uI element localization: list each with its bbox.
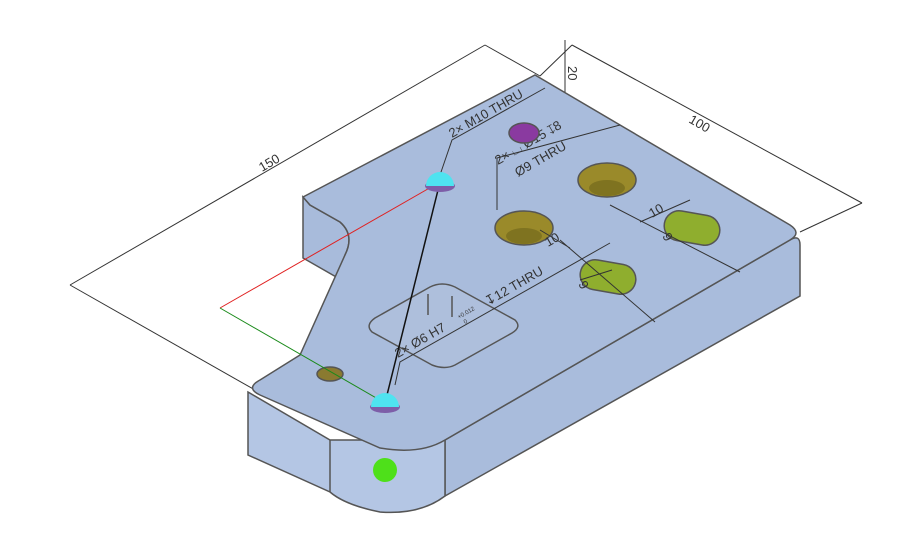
small-hole[interactable] (316, 366, 344, 382)
counterbore-hole-1[interactable] (494, 210, 554, 246)
slot-1[interactable] (578, 257, 638, 296)
axis-x-line (219, 181, 441, 309)
axis-y-line (219, 307, 386, 404)
dimension-20[interactable]: 20 (564, 40, 580, 95)
counterbore-hole-2[interactable] (577, 162, 637, 198)
dimension-150-label: 150 (256, 151, 282, 175)
part-body[interactable]: 2× M10 THRU 2× ⌴ Ø15 ↧8 Ø9 THRU 2× Ø6 H7… (247, 74, 801, 514)
marker-cyan-top[interactable] (425, 172, 455, 192)
dimension-20-label: 20 (565, 66, 580, 80)
marker-purple[interactable] (508, 122, 540, 144)
top-face (251, 74, 797, 451)
pin-hole-tol-lower: 0 (463, 319, 469, 326)
slot-1-length: 10 (542, 229, 562, 249)
slot-2[interactable] (662, 208, 722, 247)
marker-cyan-bottom[interactable] (370, 393, 400, 413)
front-left-face (247, 390, 446, 514)
rectangular-pocket[interactable] (368, 283, 519, 369)
measure-line (384, 181, 441, 404)
slot-2-length: 10 (646, 200, 666, 220)
marker-green[interactable] (373, 458, 397, 482)
dimension-100-label: 100 (687, 112, 713, 136)
